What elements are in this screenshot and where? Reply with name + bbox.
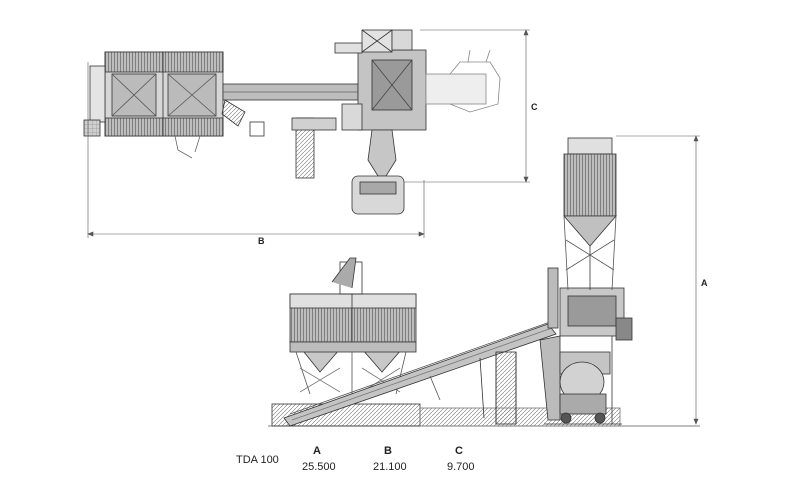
- dimension-label-a: A: [701, 278, 708, 288]
- elevation-dimensions: [616, 135, 700, 425]
- elevation-aggregate-bins: [289, 257, 417, 396]
- spec-col-c: C: [455, 445, 463, 457]
- plan-stairs: [249, 117, 337, 179]
- plan-aggregate-bins: [83, 51, 224, 159]
- elevation-mixer-tower: [539, 267, 633, 425]
- plan-truck: [351, 129, 405, 215]
- spec-model: TDA 100: [236, 454, 279, 466]
- elevation-view: [268, 137, 700, 427]
- plan-conveyor: [221, 83, 359, 127]
- dimension-label-c: C: [531, 102, 538, 112]
- spec-value-b: 21.100: [373, 461, 407, 473]
- plan-view: [83, 29, 501, 215]
- elevation-stairs: [495, 351, 517, 425]
- elevation-silo: [563, 137, 617, 291]
- elevation-truck: [559, 351, 611, 424]
- plan-dimensions: [87, 29, 530, 238]
- plan-mixer-tower: [334, 29, 501, 131]
- elevation-conveyor: [283, 321, 557, 427]
- dimension-label-b: B: [258, 236, 265, 246]
- spec-value-c: 9.700: [447, 461, 475, 473]
- spec-value-a: 25.500: [302, 461, 336, 473]
- spec-col-a: A: [313, 445, 321, 457]
- spec-col-b: B: [384, 445, 392, 457]
